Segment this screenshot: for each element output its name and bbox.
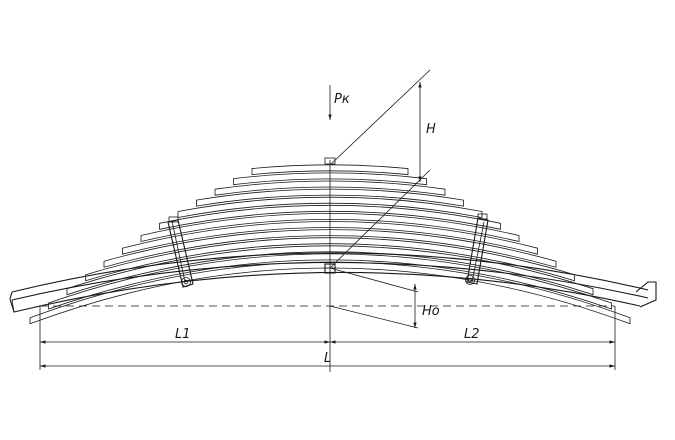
- spring-leaf: [48, 253, 612, 310]
- spring-leaf: [233, 172, 427, 186]
- length-total-label: L: [324, 351, 331, 366]
- offset-construction-line-upper: [329, 267, 419, 293]
- spring-leaf: [159, 204, 501, 230]
- height-construction-line-upper: [329, 69, 431, 166]
- spring-leaf: [177, 196, 483, 219]
- spring-leaf: [196, 188, 464, 207]
- spring-leaf: [66, 245, 594, 296]
- spring-leaf: [103, 229, 557, 268]
- right-clamp-bolt-icon: [465, 275, 475, 285]
- offset-construction-line-lower: [329, 305, 419, 329]
- force-label: Pк: [334, 92, 350, 107]
- spring-leaf: [122, 221, 538, 255]
- left-clamp: [167, 216, 194, 288]
- spring-leaf: [85, 237, 575, 282]
- spring-leaf: [214, 180, 446, 196]
- spring-leaf: [29, 261, 631, 325]
- right-clamp: [465, 213, 489, 285]
- height-offset-label: Ho: [422, 304, 440, 319]
- length-1-label: L1: [175, 327, 191, 342]
- spring-leaves: [29, 164, 631, 325]
- length-2-label: L2: [464, 327, 480, 342]
- spring-leaf: [251, 164, 409, 176]
- main-leaf-end-hook: [635, 281, 657, 308]
- height-label: H: [426, 122, 436, 137]
- height-construction-line-lower: [329, 169, 431, 269]
- spring-leaf: [140, 213, 520, 243]
- left-clamp-bolt-icon: [181, 277, 191, 287]
